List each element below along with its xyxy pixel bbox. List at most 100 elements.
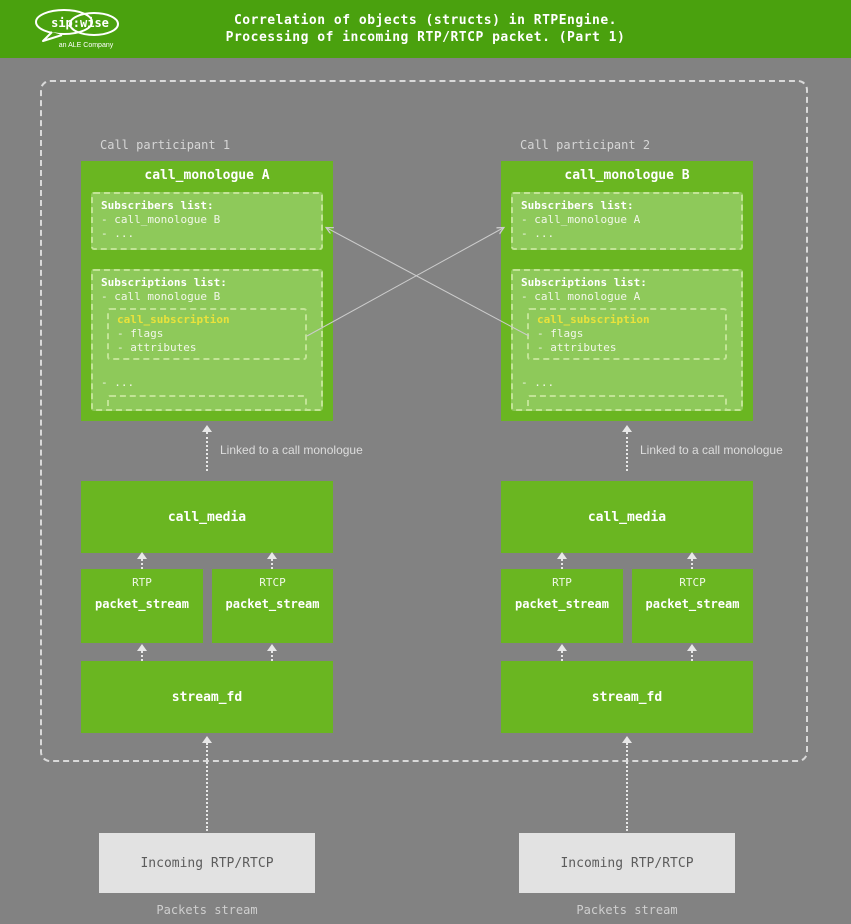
logo-company-text: an ALE Company <box>59 42 114 49</box>
subscribers-item: - ... <box>521 227 555 240</box>
participant-label: Call participant 2 <box>520 138 651 152</box>
arrow-shaft <box>561 651 563 661</box>
call-monologue-box: call_monologue B Subscribers list: - cal… <box>501 161 753 421</box>
protocol-label: RTCP <box>259 576 286 589</box>
incoming-rtp-box: Incoming RTP/RTCP <box>519 833 735 893</box>
arrowhead <box>687 552 697 559</box>
subscriptions-item: - call monologue B <box>101 290 221 303</box>
logo-brand-text: sip:wise <box>51 16 109 30</box>
call-subscription-box: call_subscription - flags - attributes <box>527 308 727 360</box>
stream-fd-arrow <box>135 644 149 661</box>
subscriptions-list-title: Subscriptions list: <box>521 276 647 289</box>
participant-2-column: Call participant 2 call_monologue B Subs… <box>501 136 783 924</box>
protocol-label: RTP <box>132 576 152 589</box>
arrow-shaft <box>206 743 208 831</box>
arrowhead <box>687 644 697 651</box>
packet-stream-box: RTCP packet_stream <box>212 569 333 643</box>
arrow-shaft <box>141 651 143 661</box>
stream-fd-box: stream_fd <box>501 661 753 733</box>
call-monologue-box: call_monologue A Subscribers list: - cal… <box>81 161 333 421</box>
arrow-shaft <box>271 651 273 661</box>
arrowhead <box>267 552 277 559</box>
monologue-link-arrow <box>200 425 214 471</box>
packet-stream-label: packet_stream <box>515 597 609 611</box>
title-line-1: Correlation of objects (structs) in RTPE… <box>233 13 618 28</box>
protocol-label: RTCP <box>679 576 706 589</box>
linked-label: Linked to a call monologue <box>640 443 783 457</box>
packet-stream-box: RTP packet_stream <box>501 569 623 643</box>
arrowhead <box>137 644 147 651</box>
subscriptions-list-box: Subscriptions list: - call monologue B c… <box>91 269 323 411</box>
more-item: - ... <box>521 376 555 389</box>
more-item: - ... <box>101 376 135 389</box>
speech-bubble-icon: sip:wise an ALE Company <box>35 9 119 49</box>
truncated-subscription-box <box>527 395 727 409</box>
subscription-item: - attributes <box>537 341 617 354</box>
stream-fd-box: stream_fd <box>81 661 333 733</box>
subscribers-item: - ... <box>101 227 135 240</box>
subscribers-list-box: Subscribers list: - call_monologue B - .… <box>91 192 323 250</box>
media-arrow <box>135 552 149 569</box>
arrowhead <box>557 552 567 559</box>
packet-stream-label: packet_stream <box>225 597 320 611</box>
header-bar: sip:wise an ALE Company Correlation of o… <box>0 0 851 58</box>
sipwise-logo: sip:wise an ALE Company <box>28 6 132 52</box>
incoming-rtp-box: Incoming RTP/RTCP <box>99 833 315 893</box>
subscription-item: - flags <box>117 327 164 340</box>
packet-stream-label: packet_stream <box>95 597 189 611</box>
linked-label: Linked to a call monologue <box>220 443 363 457</box>
packets-stream-label: Packets stream <box>156 903 258 917</box>
stream-fd-arrow <box>555 644 569 661</box>
stream-fd-arrow <box>265 644 279 661</box>
subscription-item: - flags <box>537 327 584 340</box>
participant-1-column: Call participant 1 call_monologue A Subs… <box>81 136 363 924</box>
call-subscription-title: call_subscription <box>117 313 230 326</box>
arrowhead <box>202 425 212 432</box>
call-subscription-box: call_subscription - flags - attributes <box>107 308 307 360</box>
incoming-packet-arrow <box>200 736 214 831</box>
arrowhead <box>137 552 147 559</box>
arrowhead <box>557 644 567 651</box>
call-media-box: call_media <box>81 481 333 553</box>
rtpengine-scope-region <box>40 80 808 762</box>
arrow-shaft <box>141 559 143 569</box>
monologue-link-arrow <box>620 425 634 471</box>
subscribers-item: - call_monologue A <box>521 213 641 226</box>
packet-stream-box: RTCP packet_stream <box>632 569 753 643</box>
title-line-2: Processing of incoming RTP/RTCP packet. … <box>225 30 626 45</box>
packet-stream-box: RTP packet_stream <box>81 569 203 643</box>
arrowhead <box>267 644 277 651</box>
subscription-item: - attributes <box>117 341 197 354</box>
arrow-shaft <box>271 559 273 569</box>
subscriptions-list-title: Subscriptions list: <box>101 276 227 289</box>
subscriptions-item: - call monologue A <box>521 290 641 303</box>
arrowhead <box>202 736 212 743</box>
subscribers-list-box: Subscribers list: - call_monologue A - .… <box>511 192 743 250</box>
arrow-shaft <box>561 559 563 569</box>
subscribers-list-title: Subscribers list: <box>101 199 214 212</box>
participant-label: Call participant 1 <box>100 138 231 152</box>
incoming-packet-arrow <box>620 736 634 831</box>
arrow-shaft <box>691 651 693 661</box>
call-monologue-title: call_monologue B <box>564 168 690 183</box>
arrow-shaft <box>206 432 208 471</box>
arrow-shaft <box>691 559 693 569</box>
media-arrow <box>685 552 699 569</box>
call-subscription-title: call_subscription <box>537 313 650 326</box>
subscribers-item: - call_monologue B <box>101 213 221 226</box>
stream-fd-arrow <box>685 644 699 661</box>
packets-stream-label: Packets stream <box>576 903 678 917</box>
diagram-title: Correlation of objects (structs) in RTPE… <box>0 12 851 46</box>
protocol-label: RTP <box>552 576 572 589</box>
subscribers-list-title: Subscribers list: <box>521 199 634 212</box>
truncated-subscription-box <box>107 395 307 409</box>
arrowhead <box>622 736 632 743</box>
media-arrow <box>555 552 569 569</box>
call-media-box: call_media <box>501 481 753 553</box>
subscriptions-list-box: Subscriptions list: - call monologue A c… <box>511 269 743 411</box>
packet-stream-label: packet_stream <box>645 597 740 611</box>
arrow-shaft <box>626 743 628 831</box>
call-monologue-title: call_monologue A <box>144 168 270 183</box>
media-arrow <box>265 552 279 569</box>
